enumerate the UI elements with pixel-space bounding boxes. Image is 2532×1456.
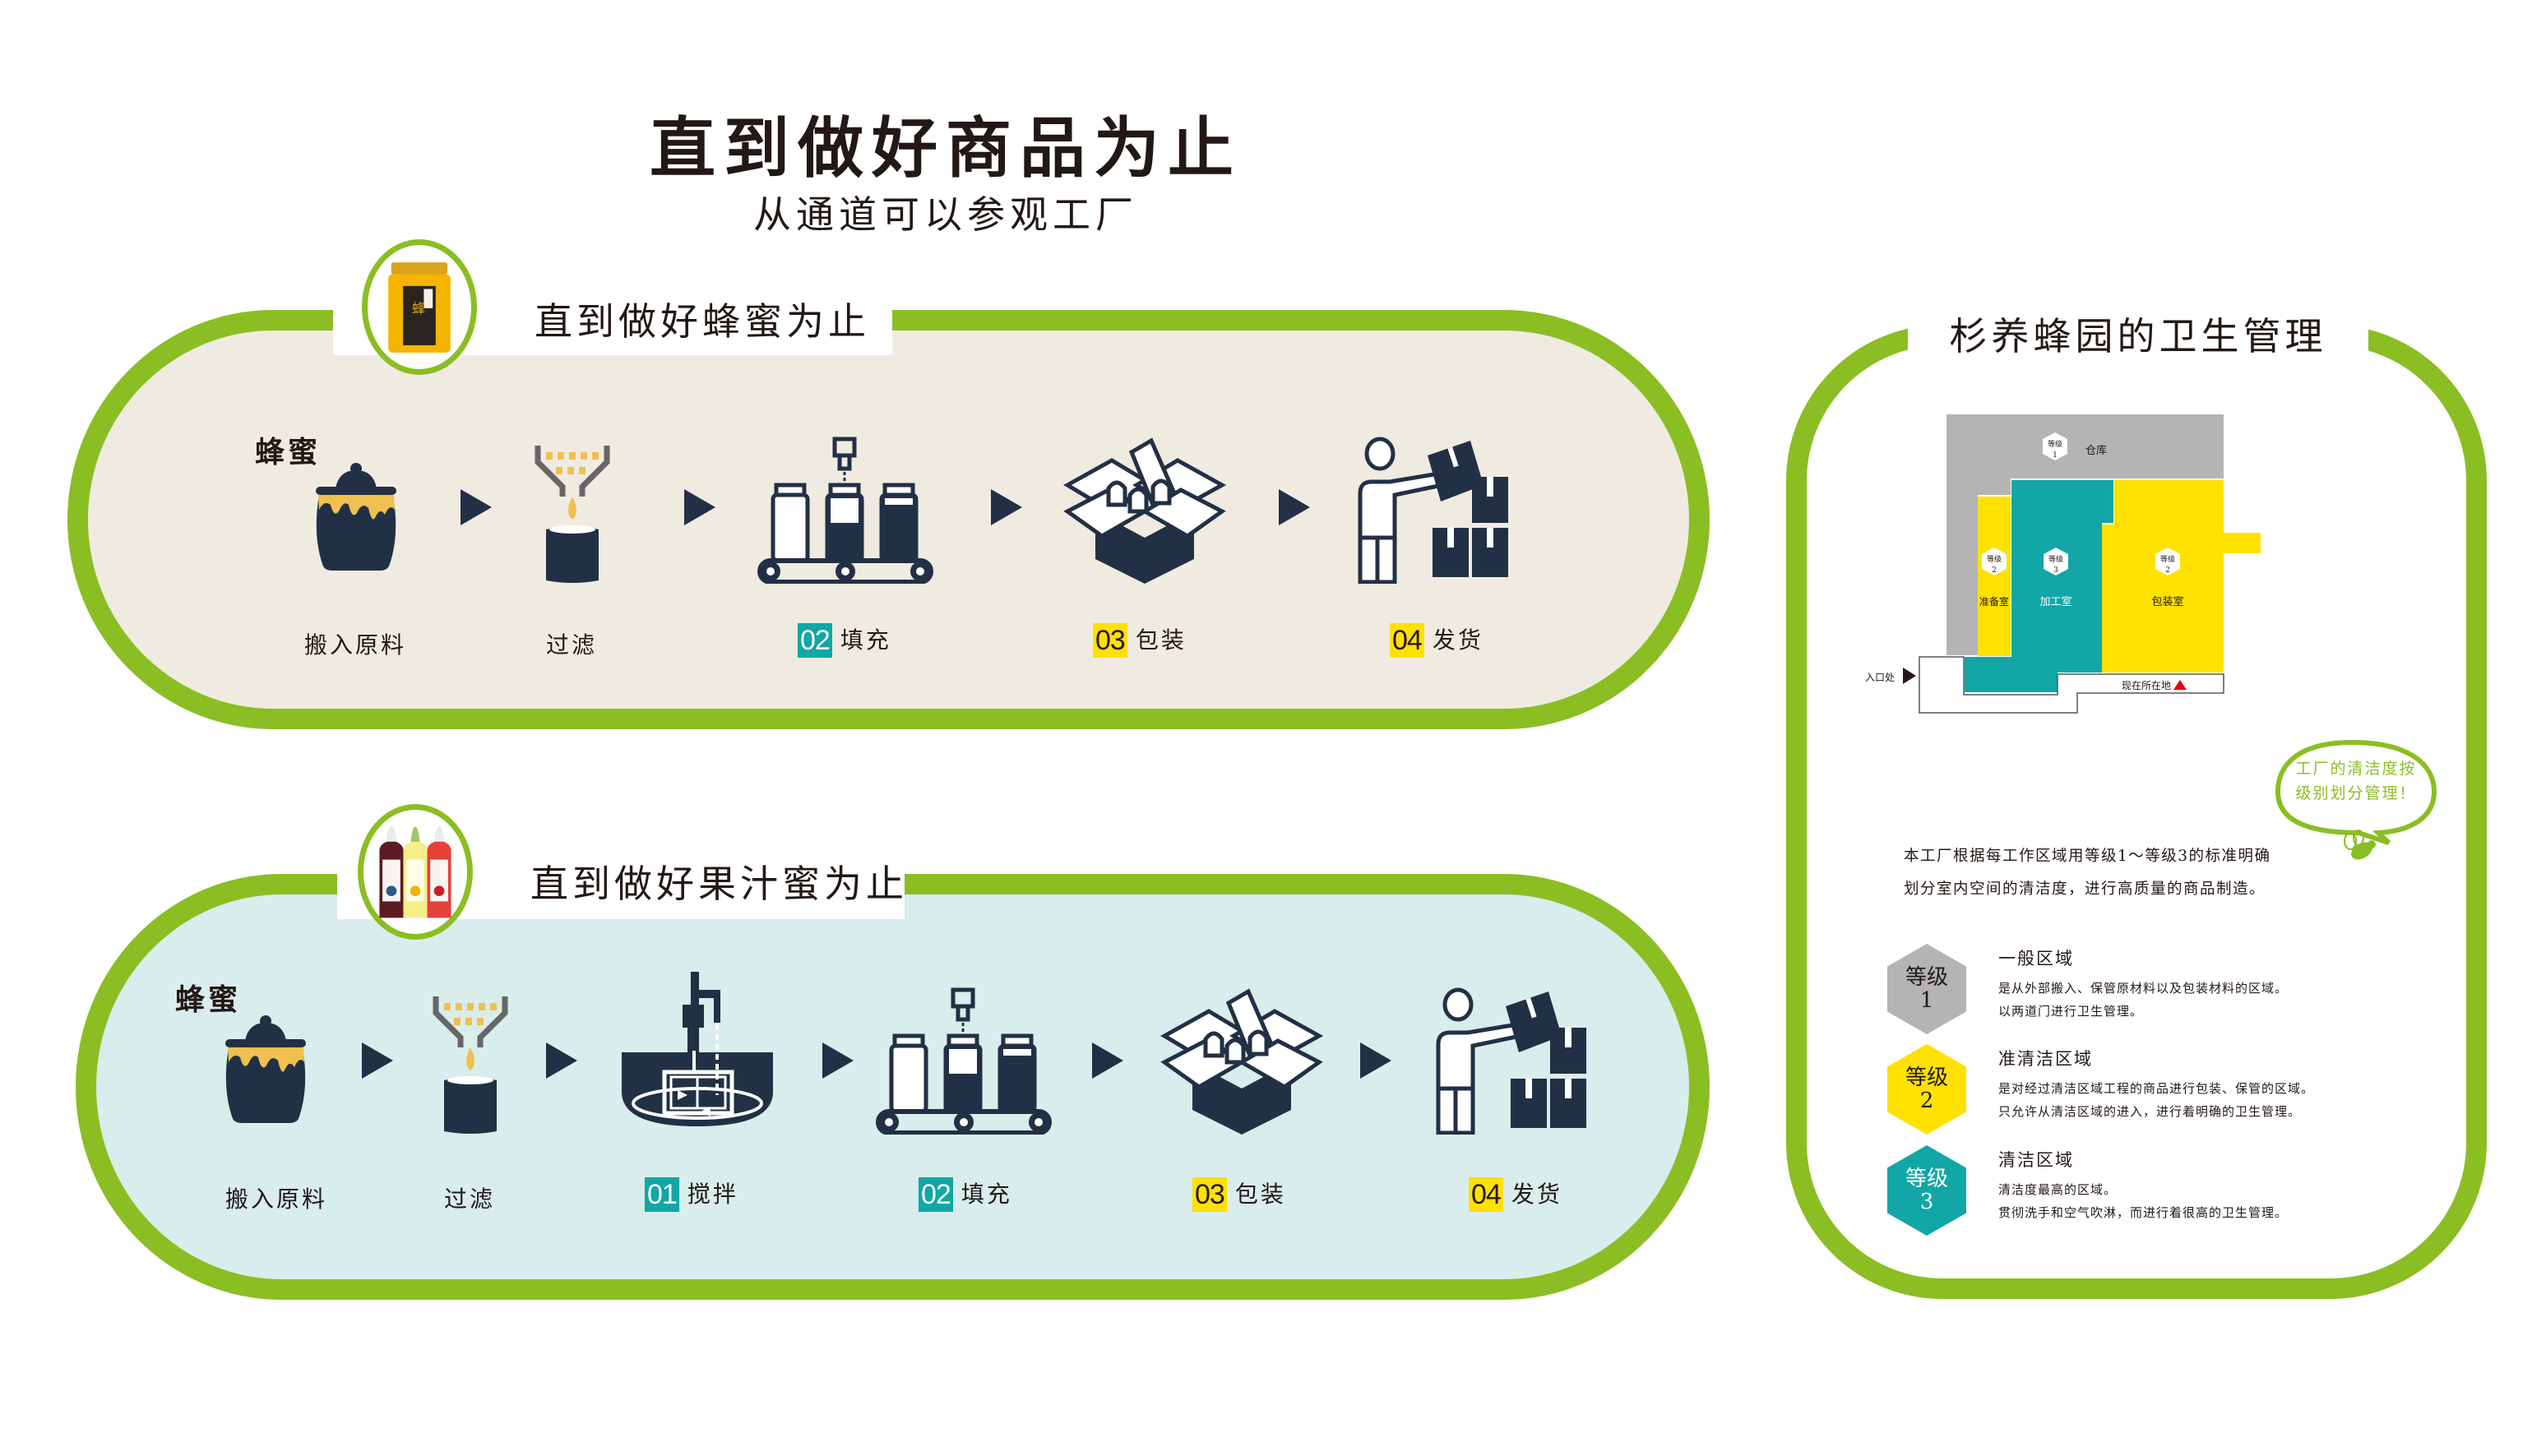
current-location-label: 现在所在地 bbox=[2122, 680, 2171, 691]
next-arrow-icon bbox=[1092, 1042, 1123, 1079]
next-arrow-icon bbox=[546, 1042, 577, 1079]
level-3-badge: 等级 3 bbox=[1887, 1145, 1966, 1236]
svg-text:2: 2 bbox=[1992, 566, 1997, 575]
entrance-arrow-icon bbox=[1903, 668, 1916, 684]
step-number-badge: 03 bbox=[1093, 623, 1127, 658]
syrup-section-title: 直到做好果汁蜜为止 bbox=[530, 862, 908, 906]
current-location-marker-icon bbox=[2173, 680, 2187, 690]
step-label-filter: 过滤 bbox=[546, 631, 598, 659]
map-room-label: 包装室 bbox=[2151, 595, 2183, 608]
map-room-label: 准备室 bbox=[1979, 595, 2009, 608]
step-label-filter: 过滤 bbox=[444, 1186, 496, 1213]
step-label-pack: 03 包装 bbox=[1093, 623, 1187, 658]
level-legend-item-1: 等级 1 一般区域 是从外部搬入、保管原材料以及包装材料的区域。 以两道门进行卫… bbox=[1887, 944, 2422, 1034]
map-level-badge: 等级 1 bbox=[2043, 432, 2067, 460]
raw-material-label: 蜂蜜 bbox=[175, 982, 242, 1017]
map-processing-room-zone bbox=[1965, 480, 2113, 692]
step-number-badge: 04 bbox=[1469, 1177, 1503, 1212]
svg-text:1: 1 bbox=[2053, 451, 2058, 460]
step-number-badge: 04 bbox=[1390, 623, 1424, 658]
map-room-label: 加工室 bbox=[2039, 595, 2071, 608]
filter-icon bbox=[429, 995, 511, 1135]
next-arrow-icon bbox=[1360, 1042, 1391, 1079]
map-corridor bbox=[1919, 656, 2224, 714]
next-arrow-icon bbox=[684, 489, 715, 525]
page-subtitle: 从通道可以参观工厂 bbox=[753, 192, 1138, 237]
honey-product-badge bbox=[362, 239, 477, 375]
honey-pot-icon bbox=[220, 1013, 311, 1128]
level-2-badge: 等级 2 bbox=[1887, 1044, 1966, 1135]
level-description: 清洁度最高的区域。 贯彻洗手和空气吹淋，而进行着很高的卫生管理。 bbox=[1998, 1182, 2289, 1220]
speech-bubble bbox=[2275, 739, 2437, 860]
step-label-fill: 02 填充 bbox=[919, 1177, 1012, 1212]
shipping-worker-icon bbox=[1349, 436, 1513, 584]
packing-box-icon bbox=[1062, 436, 1227, 584]
level-description: 是从外部搬入、保管原材料以及包装材料的区域。 以两道门进行卫生管理。 bbox=[1998, 981, 2289, 1019]
step-number-badge: 01 bbox=[645, 1177, 679, 1212]
step-label-ship: 04 发货 bbox=[1469, 1177, 1562, 1212]
level-description: 是对经过清洁区域工程的商品进行包装、保管的区域。 只允许从清洁区域的进入，进行着… bbox=[1998, 1081, 2315, 1119]
syrup-product-badge bbox=[358, 804, 473, 940]
factory-floor-map: 等级 1 仓库 等级 2 准备室 等级 3 加工室 等级 2 包装室 入口处 现… bbox=[1865, 414, 2261, 714]
next-arrow-icon bbox=[461, 489, 492, 525]
bee-icon bbox=[2344, 830, 2376, 860]
svg-text:2: 2 bbox=[2165, 566, 2170, 575]
page-title: 直到做好商品为止 bbox=[650, 109, 1242, 187]
next-arrow-icon bbox=[1279, 489, 1310, 525]
level-name: 清洁区域 bbox=[1998, 1150, 2074, 1170]
step-label-ship: 04 发货 bbox=[1390, 623, 1484, 658]
level-name: 一般区域 bbox=[1998, 949, 2074, 968]
step-label-fill: 02 填充 bbox=[798, 623, 891, 658]
fruit-syrup-bottles-image bbox=[370, 824, 461, 921]
honey-pot-icon bbox=[311, 460, 401, 575]
filling-conveyor-icon bbox=[755, 436, 936, 584]
level-name: 准清洁区域 bbox=[1998, 1049, 2093, 1069]
next-arrow-icon bbox=[362, 1042, 393, 1079]
map-level-badge: 等级 2 bbox=[1982, 548, 2007, 575]
mixer-tank-icon bbox=[615, 972, 780, 1128]
map-level-badge: 等级 2 bbox=[2155, 548, 2180, 575]
map-level-badge: 等级 3 bbox=[2044, 548, 2068, 575]
hygiene-title: 杉养蜂园的卫生管理 bbox=[1949, 314, 2327, 358]
shipping-worker-icon bbox=[1427, 987, 1591, 1135]
step-label-mix: 01 搅拌 bbox=[645, 1177, 738, 1212]
svg-text:等级: 等级 bbox=[2048, 554, 2063, 564]
panel-title-gap bbox=[1908, 312, 2368, 362]
next-arrow-icon bbox=[991, 489, 1022, 525]
map-warehouse-zone bbox=[1946, 414, 2224, 655]
map-prep-room-zone bbox=[1978, 497, 2011, 656]
step-label-intake: 搬入原料 bbox=[304, 631, 407, 659]
map-packing-room-zone bbox=[2102, 480, 2261, 673]
next-arrow-icon bbox=[822, 1042, 854, 1079]
svg-text:等级: 等级 bbox=[1987, 554, 2002, 564]
level-legend-item-3: 等级 3 清洁区域 清洁度最高的区域。 贯彻洗手和空气吹淋，而进行着很高的卫生管… bbox=[1887, 1145, 2422, 1236]
svg-text:等级: 等级 bbox=[2048, 439, 2062, 449]
level-legend-item-2: 等级 2 准清洁区域 是对经过清洁区域工程的商品进行包装、保管的区域。 只允许从… bbox=[1887, 1044, 2422, 1135]
bubble-text: 工厂的清洁度按 级别划分管理！ bbox=[2295, 760, 2417, 802]
packing-box-icon bbox=[1160, 987, 1324, 1135]
honey-jar-image bbox=[382, 259, 456, 356]
step-number-badge: 02 bbox=[919, 1177, 953, 1212]
map-room-label: 仓库 bbox=[2085, 444, 2107, 457]
filling-conveyor-icon bbox=[873, 987, 1054, 1135]
svg-text:3: 3 bbox=[2053, 566, 2058, 575]
step-label-pack: 03 包装 bbox=[1192, 1177, 1286, 1212]
step-label-intake: 搬入原料 bbox=[225, 1186, 328, 1213]
level-1-badge: 等级 1 bbox=[1887, 944, 1966, 1034]
filter-icon bbox=[531, 444, 613, 584]
hygiene-intro: 本工厂根据每工作区域用等级1～等级3的标准明确 划分室内空间的清洁度，进行高质量… bbox=[1904, 848, 2271, 898]
svg-text:等级: 等级 bbox=[2160, 554, 2175, 564]
entrance-label: 入口处 bbox=[1865, 672, 1895, 683]
raw-material-label: 蜂蜜 bbox=[255, 435, 322, 469]
honey-section-title: 直到做好蜂蜜为止 bbox=[535, 299, 870, 344]
step-number-badge: 02 bbox=[798, 623, 832, 658]
step-number-badge: 03 bbox=[1192, 1177, 1227, 1212]
